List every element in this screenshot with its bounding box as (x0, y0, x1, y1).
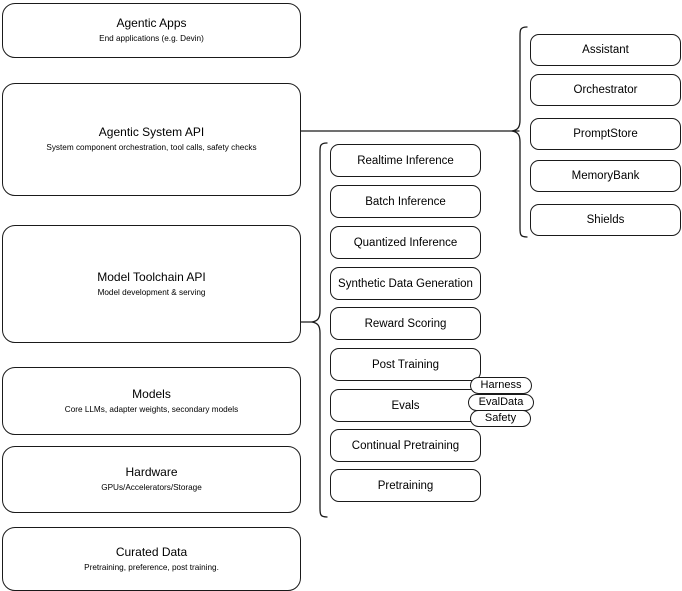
system-pill-orchestrator[interactable]: Orchestrator (530, 74, 681, 106)
toolchain-pill-pretraining[interactable]: Pretraining (330, 469, 481, 502)
evals-oval-evaldata[interactable]: EvalData (468, 394, 534, 411)
layer-subtitle: System component orchestration, tool cal… (46, 143, 257, 152)
layer-title: Models (132, 386, 171, 401)
oval-label: Harness (480, 379, 522, 391)
toolchain-pill-quantized-inference[interactable]: Quantized Inference (330, 226, 481, 259)
evals-oval-safety[interactable]: Safety (470, 410, 531, 427)
toolchain-pill-evals[interactable]: Evals (330, 389, 481, 422)
layer-box-agentic-system-api[interactable]: Agentic System API System component orch… (2, 83, 301, 196)
toolchain-pill-synthetic-data-generation[interactable]: Synthetic Data Generation (330, 267, 481, 300)
toolchain-components-brace (311, 142, 328, 518)
system-pill-memorybank[interactable]: MemoryBank (530, 160, 681, 192)
layer-title: Agentic Apps (116, 16, 187, 30)
layer-subtitle: Pretraining, preference, post training. (84, 562, 219, 572)
layer-subtitle: End applications (e.g. Devin) (99, 34, 204, 43)
pill-label: PromptStore (573, 128, 638, 140)
pill-label: Quantized Inference (353, 236, 458, 249)
layer-box-hardware[interactable]: Hardware GPUs/Accelerators/Storage (2, 446, 301, 513)
pill-label: MemoryBank (571, 170, 640, 182)
pill-label: Pretraining (377, 479, 434, 492)
system-pill-assistant[interactable]: Assistant (530, 34, 681, 66)
pill-label: Batch Inference (365, 195, 446, 208)
toolchain-pill-realtime-inference[interactable]: Realtime Inference (330, 144, 481, 177)
pill-label: Continual Pretraining (351, 439, 460, 452)
oval-label: EvalData (478, 396, 524, 408)
toolchain-pill-continual-pretraining[interactable]: Continual Pretraining (330, 429, 481, 462)
toolchain-pill-reward-scoring[interactable]: Reward Scoring (330, 307, 481, 340)
layer-subtitle: GPUs/Accelerators/Storage (101, 483, 202, 492)
layer-box-model-toolchain-api[interactable]: Model Toolchain API Model development & … (2, 225, 301, 343)
pill-label: Assistant (582, 44, 629, 56)
system-components-brace (511, 26, 528, 238)
layer-box-agentic-apps[interactable]: Agentic Apps End applications (e.g. Devi… (2, 3, 301, 58)
layer-title: Agentic System API (98, 125, 205, 139)
layer-box-models[interactable]: Models Core LLMs, adapter weights, secon… (2, 367, 301, 435)
layer-title: Model Toolchain API (97, 269, 206, 284)
layer-title: Hardware (125, 465, 178, 479)
toolchain-pill-post-training[interactable]: Post Training (330, 348, 481, 381)
pill-label: Post Training (371, 358, 440, 371)
system-pill-promptstore[interactable]: PromptStore (530, 118, 681, 150)
pill-label: Reward Scoring (364, 317, 447, 330)
layer-subtitle: Model development & serving (97, 287, 206, 297)
pill-label: Realtime Inference (357, 154, 454, 167)
pill-label: Synthetic Data Generation (338, 277, 473, 290)
pill-label: Orchestrator (573, 84, 638, 96)
system-pill-shields[interactable]: Shields (530, 204, 681, 236)
oval-label: Safety (484, 412, 517, 424)
pill-label: Evals (391, 399, 420, 412)
toolchain-pill-batch-inference[interactable]: Batch Inference (330, 185, 481, 218)
layer-title: Curated Data (115, 544, 188, 559)
evals-oval-harness[interactable]: Harness (470, 377, 532, 394)
layer-box-curated-data[interactable]: Curated Data Pretraining, preference, po… (2, 527, 301, 591)
pill-label: Shields (586, 214, 625, 226)
layer-subtitle: Core LLMs, adapter weights, secondary mo… (64, 404, 239, 414)
